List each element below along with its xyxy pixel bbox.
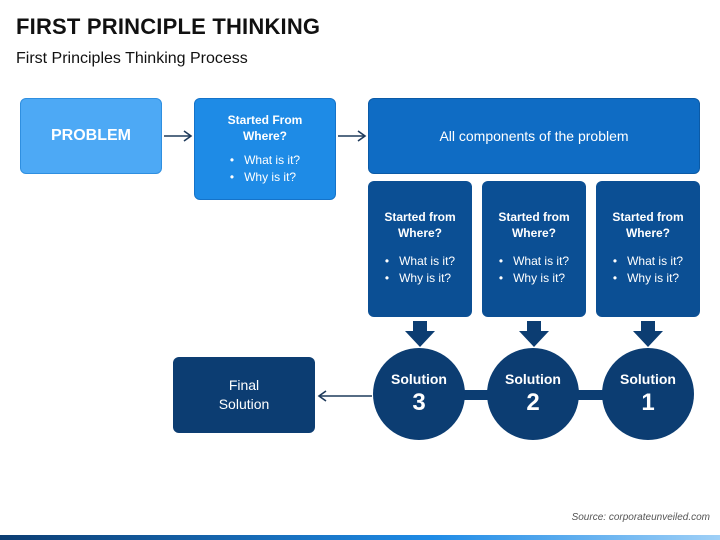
solution-number: 3 [412,389,426,416]
components-box: All components of the problem [368,98,700,174]
final-line-2: Solution [218,396,270,412]
bullet-item: Why is it? [499,270,569,287]
arrow-right-icon [338,130,367,142]
sub-box-bullets: What is it? Why is it? [385,253,455,287]
arrow-down-icon [405,321,435,347]
bullet-item: What is it? [230,152,300,169]
arrow-down-icon [633,321,663,347]
sub-box-heading: Started from Where? [612,210,684,240]
bullet-item: What is it? [385,253,455,270]
page-title: FIRST PRINCIPLE THINKING [16,14,321,39]
bullet-item: Why is it? [613,270,683,287]
sub-box-3: Started from Where? What is it? Why is i… [596,181,700,317]
bullet-item: What is it? [499,253,569,270]
sub-box-bullets: What is it? Why is it? [499,253,569,287]
started-from-heading: Started From Where? [227,113,303,143]
solution-circle-3: Solution 3 [373,348,465,440]
solution-number: 2 [526,389,540,416]
arrow-down-icon [519,321,549,347]
sub-box-2: Started from Where? What is it? Why is i… [482,181,586,317]
started-from-bullets: What is it? Why is it? [230,152,300,186]
arrow-left-icon [317,390,372,402]
bullet-item: What is it? [613,253,683,270]
page-subtitle: First Principles Thinking Process [16,50,248,67]
started-from-box: Started From Where? What is it? Why is i… [194,98,336,200]
sub-box-bullets: What is it? Why is it? [613,253,683,287]
sub-box-heading: Started from Where? [498,210,570,240]
bottom-accent-bar [0,535,720,540]
solution-circle-1: Solution 1 [602,348,694,440]
bullet-item: Why is it? [385,270,455,287]
bullet-item: Why is it? [230,169,300,186]
solution-label: Solution [391,371,447,387]
connector-line [574,390,604,400]
final-line-1: Final [228,377,260,393]
sub-box-heading: Started from Where? [384,210,456,240]
solution-label: Solution [620,371,676,387]
source-credit: Source: corporateunveiled.com [571,512,710,523]
problem-label: PROBLEM [51,127,131,144]
problem-box: PROBLEM [20,98,162,174]
final-solution-box: Final Solution [173,357,315,433]
connector-line [460,390,490,400]
solution-number: 1 [641,389,655,416]
solution-circle-2: Solution 2 [487,348,579,440]
solution-label: Solution [505,371,561,387]
components-label: All components of the problem [439,128,629,144]
sub-box-1: Started from Where? What is it? Why is i… [368,181,472,317]
arrow-right-icon [164,130,193,142]
